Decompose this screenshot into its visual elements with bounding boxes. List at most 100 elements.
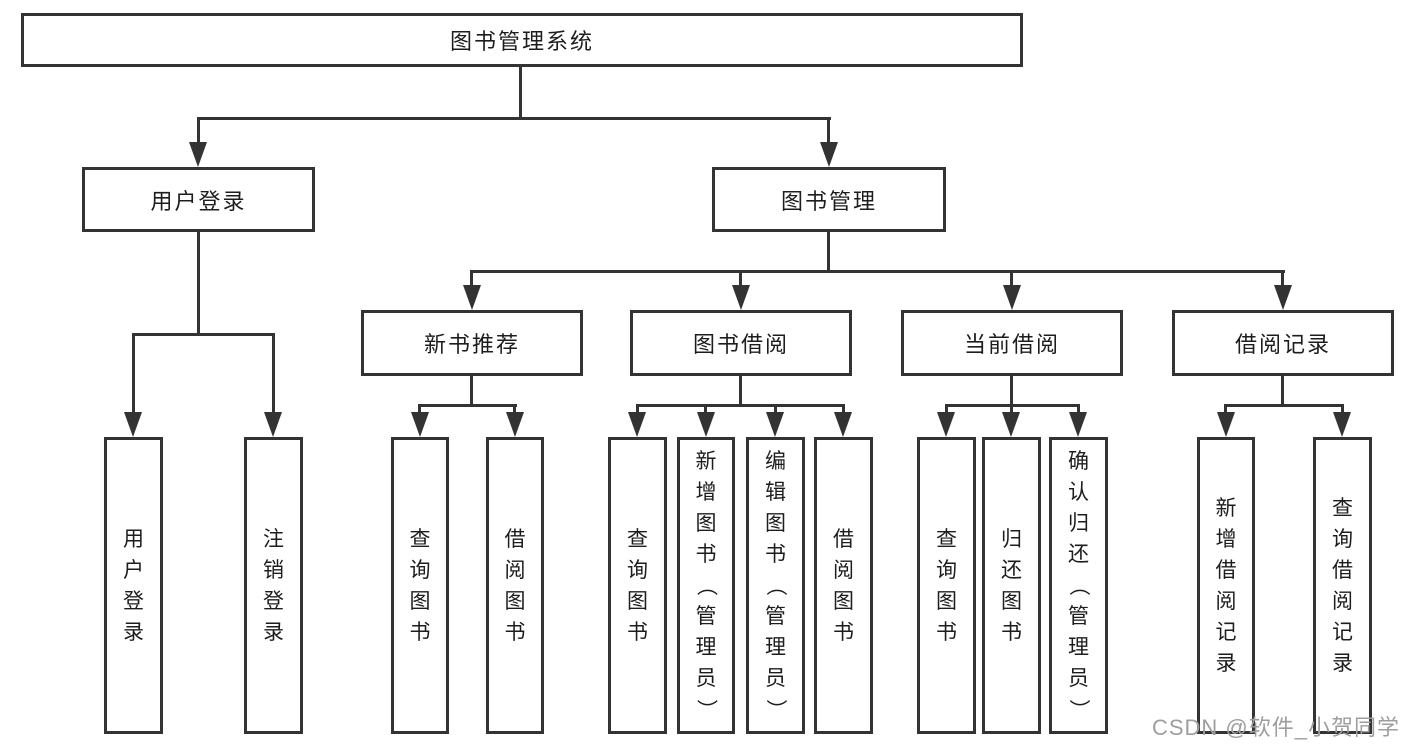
vertical-label-char: 辑 <box>765 481 786 504</box>
connector-line <box>197 117 200 145</box>
connector-line <box>636 404 845 407</box>
node-user-login: 用户登录 <box>82 167 315 232</box>
vertical-label-char: 管 <box>1068 605 1089 628</box>
vertical-label-char: 新 <box>695 450 717 473</box>
vertical-label-char: 登 <box>123 589 144 613</box>
connector-line <box>945 404 948 415</box>
vertical-label-char: 书 <box>409 620 431 644</box>
vertical-label-char: 图 <box>695 512 717 535</box>
arrowhead-down-icon <box>189 142 207 167</box>
connector-line <box>1077 404 1080 415</box>
leaf-add-borrow-record: 新增借阅记录 <box>1197 437 1255 734</box>
arrowhead-down-icon <box>1274 285 1292 310</box>
vertical-label-char: 询 <box>627 558 648 582</box>
vertical-label-char: 图 <box>504 589 526 613</box>
vertical-label-char: 登 <box>263 589 284 613</box>
vertical-label-char: 借 <box>1332 558 1353 582</box>
node-book-management: 图书管理 <box>712 167 946 232</box>
vertical-label-char: 还 <box>1001 558 1022 582</box>
connector-line <box>827 232 830 273</box>
vertical-label-char: ） <box>694 699 718 720</box>
node-book-borrowing: 图书借阅 <box>630 310 852 376</box>
node-library-management-system: 图书管理系统 <box>21 13 1023 67</box>
vertical-label-char: ） <box>1067 699 1090 720</box>
connector-line <box>739 376 742 407</box>
connector-line <box>1224 404 1227 415</box>
node-borrow-records: 借阅记录 <box>1172 310 1394 376</box>
vertical-label-char: 记 <box>1215 620 1237 644</box>
connector-line <box>1341 404 1344 415</box>
vertical-label-char: 书 <box>504 620 526 644</box>
vertical-label-char: 阅 <box>504 558 526 582</box>
vertical-label-char: 查 <box>1332 496 1353 520</box>
vertical-label-char: （ <box>1067 575 1090 596</box>
vertical-label-char: 书 <box>833 620 854 644</box>
connector-line <box>418 404 421 415</box>
vertical-label-char: 书 <box>1001 620 1022 644</box>
vertical-label-char: 员 <box>1068 667 1089 690</box>
connector-line <box>197 117 831 120</box>
vertical-label-char: 借 <box>1215 558 1237 582</box>
vertical-label-char: 归 <box>1001 527 1022 551</box>
arrowhead-down-icon <box>1003 285 1021 310</box>
connector-line <box>1010 404 1013 415</box>
connector-line <box>842 404 845 415</box>
arrowhead-down-icon <box>937 412 955 437</box>
vertical-label-char: 户 <box>123 558 144 582</box>
vertical-label-char: 图 <box>833 589 854 613</box>
vertical-label-char: 员 <box>695 667 717 690</box>
connector-line <box>519 67 522 120</box>
connector-line <box>470 270 473 288</box>
vertical-label-char: 图 <box>409 589 431 613</box>
vertical-label-char: 阅 <box>1215 589 1237 613</box>
arrowhead-down-icon <box>697 412 715 437</box>
arrowhead-down-icon <box>628 412 646 437</box>
leaf-user-login: 用户登录 <box>104 437 163 734</box>
connector-line <box>774 404 777 415</box>
connector-line <box>272 333 275 415</box>
connector-line <box>197 232 200 336</box>
vertical-label-char: 管 <box>765 605 786 628</box>
vertical-label-char: 书 <box>765 543 786 566</box>
connector-line <box>1281 270 1284 288</box>
arrowhead-down-icon <box>264 412 282 437</box>
vertical-label-char: 理 <box>695 636 717 659</box>
vertical-label-char: 图 <box>765 512 786 535</box>
vertical-label-char: 管 <box>695 605 717 628</box>
arrowhead-down-icon <box>1333 412 1351 437</box>
leaf-edit-books-admin: 编辑图书（管理员） <box>746 437 805 734</box>
vertical-label-char: 销 <box>263 558 284 582</box>
vertical-label-char: 书 <box>695 543 717 566</box>
vertical-label-char: 询 <box>936 558 957 582</box>
connector-line <box>470 270 1285 273</box>
node-new-book-recommend: 新书推荐 <box>361 310 583 376</box>
vertical-label-char: 借 <box>833 527 854 551</box>
arrowhead-down-icon <box>463 285 481 310</box>
vertical-label-char: 录 <box>123 620 144 644</box>
vertical-label-char: 编 <box>765 450 786 473</box>
node-current-borrowing: 当前借阅 <box>901 310 1123 376</box>
vertical-label-char: 记 <box>1332 620 1353 644</box>
vertical-label-char: 认 <box>1068 481 1089 504</box>
leaf-borrow-books: 借阅图书 <box>814 437 873 734</box>
vertical-label-char: 书 <box>936 620 957 644</box>
vertical-label-char: 阅 <box>1332 589 1353 613</box>
arrowhead-down-icon <box>1002 412 1020 437</box>
vertical-label-char: 还 <box>1068 543 1089 566</box>
vertical-label-char: 询 <box>409 558 431 582</box>
leaf-logout: 注销登录 <box>244 437 303 734</box>
arrowhead-down-icon <box>411 412 429 437</box>
leaf-confirm-return-admin: 确认归还（管理员） <box>1049 437 1108 734</box>
leaf-return-books: 归还图书 <box>982 437 1041 734</box>
vertical-label-char: 图 <box>627 589 648 613</box>
connector-line <box>827 117 830 145</box>
vertical-label-char: 录 <box>1215 651 1237 675</box>
vertical-label-char: （ <box>764 575 787 596</box>
vertical-label-char: 理 <box>1068 636 1089 659</box>
connector-line <box>1281 376 1284 407</box>
connector-line <box>470 376 473 407</box>
leaf-query-books-current: 查询图书 <box>917 437 976 734</box>
connector-line <box>132 333 135 415</box>
connector-line <box>418 404 517 407</box>
